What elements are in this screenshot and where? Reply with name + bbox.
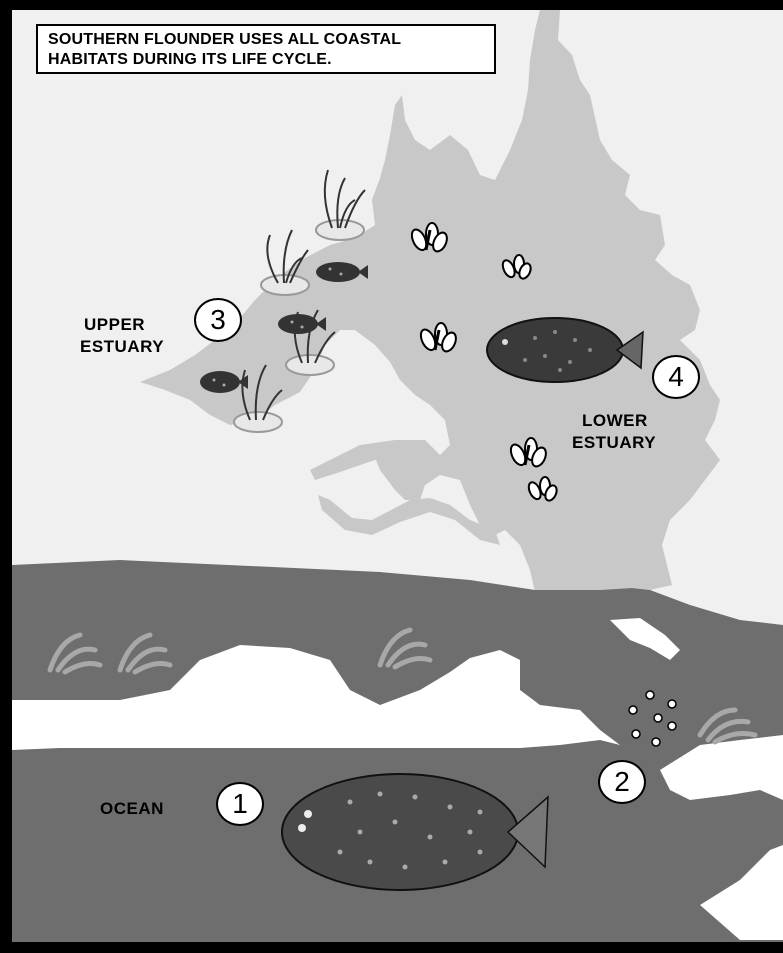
- title-line-1: SOUTHERN FLOUNDER USES ALL COASTAL: [48, 30, 484, 50]
- upper-estuary-label: UPPER ESTUARY: [80, 314, 164, 358]
- diagram-title: SOUTHERN FLOUNDER USES ALL COASTAL HABIT…: [36, 24, 496, 74]
- stage-1-marker: 1: [216, 782, 264, 826]
- stage-3-marker: 3: [194, 298, 242, 342]
- upper-estuary-label-line-2: ESTUARY: [80, 336, 164, 358]
- ocean-label: OCEAN: [100, 798, 164, 820]
- stage-4-marker: 4: [652, 355, 700, 399]
- lower-estuary-label-line-2: ESTUARY: [572, 432, 656, 454]
- title-line-2: HABITATS DURING ITS LIFE CYCLE.: [48, 50, 484, 70]
- lower-estuary-label: LOWER ESTUARY: [572, 410, 656, 454]
- lower-estuary-label-line-1: LOWER: [572, 410, 656, 432]
- upper-estuary-label-line-1: UPPER: [80, 314, 164, 336]
- stage-2-marker: 2: [598, 760, 646, 804]
